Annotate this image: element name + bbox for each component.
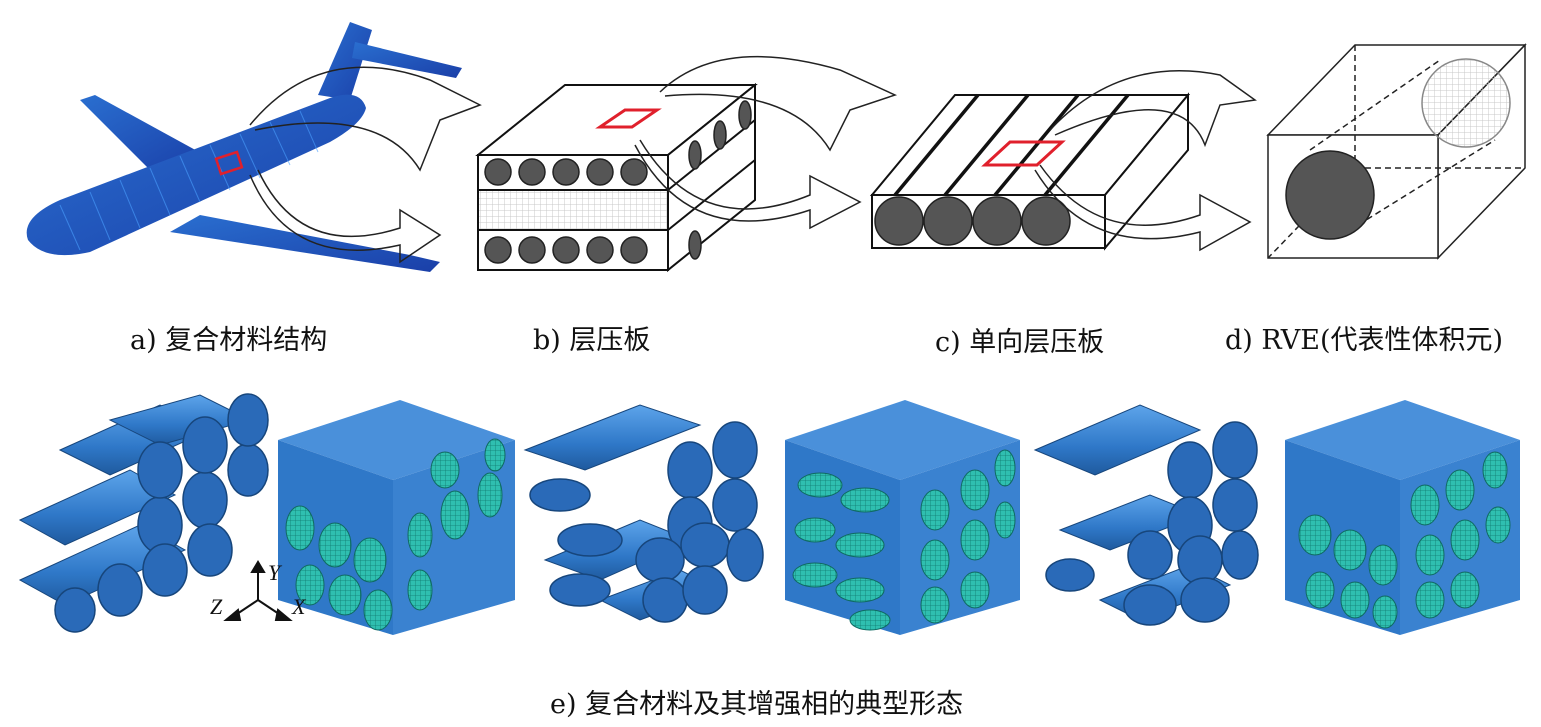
fiber-bundle-3 — [1033, 404, 1259, 626]
caption-c: c) 单向层压板 — [935, 327, 1105, 358]
matrix-cube-3 — [1285, 400, 1520, 635]
axis-y-label: Y — [268, 560, 283, 585]
fiber-bundle-2 — [523, 404, 764, 623]
matrix-cube-1 — [278, 400, 515, 635]
caption-e: e) 复合材料及其增强相的典型形态 — [550, 689, 964, 720]
laminate-block-icon — [475, 82, 758, 273]
unidirectional-block-icon — [869, 92, 1191, 251]
caption-a: a) 复合材料结构 — [130, 325, 328, 356]
curved-arrow-icon — [249, 66, 482, 264]
axis-z-label: Z — [210, 594, 223, 619]
matrix-cube-2 — [785, 400, 1020, 635]
curved-arrow-icon — [634, 55, 898, 230]
rve-cell-icon — [1266, 43, 1527, 260]
axis-x-label: X — [291, 594, 307, 619]
axis-triad-icon — [223, 560, 293, 621]
curved-arrow-icon — [1034, 70, 1257, 252]
caption-b: b) 层压板 — [533, 325, 651, 356]
aircraft-icon — [26, 22, 462, 272]
fiber-bundle-1 — [18, 393, 269, 633]
caption-d: d) RVE(代表性体积元) — [1225, 325, 1504, 356]
